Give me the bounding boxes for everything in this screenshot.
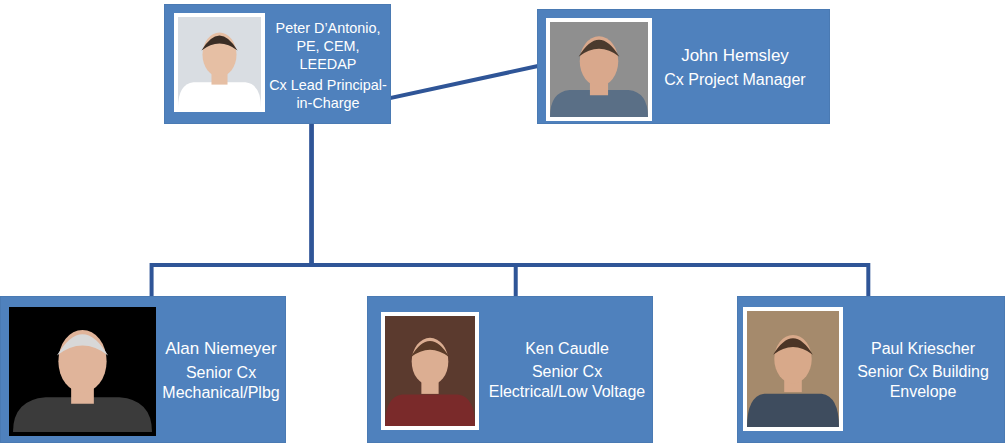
connector-line	[312, 125, 516, 295]
portrait-photo	[9, 307, 156, 436]
photo-background	[747, 311, 839, 427]
role-title: Senior Cx Mechanical/Plbg	[157, 363, 285, 403]
hair	[773, 338, 813, 355]
photo-background	[385, 316, 475, 426]
text-column: Paul KriescherSenior Cx Building Envelop…	[848, 297, 998, 443]
connector-line	[152, 125, 312, 295]
text-column: Alan NiemeyerSenior Cx Mechanical/Plbg	[157, 297, 285, 443]
person-name: Paul Kriescher	[848, 339, 998, 359]
text-group: Alan NiemeyerSenior Cx Mechanical/Plbg	[157, 338, 285, 402]
shoulders	[178, 82, 261, 108]
person-name: John Hemsley	[660, 45, 810, 66]
photo-background	[13, 311, 152, 432]
person-box: Peter D’Antonio, PE, CEM, LEEDAPCx Lead …	[164, 4, 391, 124]
text-column: Ken CaudleSenior Cx Electrical/Low Volta…	[486, 297, 648, 443]
person-name: Ken Caudle	[486, 339, 648, 359]
connector-line	[312, 125, 869, 295]
connector-line	[392, 67, 536, 98]
photo-frame	[174, 13, 265, 112]
text-group: Peter D’Antonio, PE, CEM, LEEDAPCx Lead …	[268, 19, 388, 112]
text-column: John Hemsley Cx Project Manager	[660, 10, 810, 125]
hair	[411, 341, 450, 357]
portrait-photo	[743, 307, 843, 431]
photo-frame	[9, 307, 156, 436]
role-title: Senior Cx Building Envelope	[848, 362, 998, 402]
person-box: John Hemsley Cx Project Manager	[537, 9, 830, 124]
person-name: Alan Niemeyer	[157, 338, 285, 359]
shoulders	[747, 394, 839, 427]
text-column: Peter D’Antonio, PE, CEM, LEEDAPCx Lead …	[268, 5, 388, 125]
person-box: Ken CaudleSenior Cx Electrical/Low Volta…	[367, 296, 653, 443]
photo-background	[178, 17, 261, 108]
portrait-photo	[546, 18, 652, 121]
photo-frame	[546, 18, 652, 121]
person-box: Alan NiemeyerSenior Cx Mechanical/Plbg	[0, 296, 286, 443]
hair	[201, 36, 237, 51]
portrait-photo	[381, 312, 479, 430]
shoulders	[385, 395, 475, 426]
person-box: Paul KriescherSenior Cx Building Envelop…	[737, 296, 1005, 443]
role-title: Cx Project Manager	[660, 70, 810, 90]
photo-background	[550, 22, 648, 117]
text-group: John Hemsley Cx Project Manager	[660, 45, 810, 89]
text-group: Ken CaudleSenior Cx Electrical/Low Volta…	[486, 339, 648, 402]
hair	[57, 334, 108, 355]
photo-frame	[381, 312, 479, 430]
role-title: Senior Cx Electrical/Low Voltage	[486, 362, 648, 402]
hair	[579, 40, 620, 57]
text-group: Paul KriescherSenior Cx Building Envelop…	[848, 339, 998, 402]
portrait-photo	[174, 13, 265, 112]
person-name: Peter D’Antonio, PE, CEM, LEEDAP	[268, 19, 388, 73]
photo-frame	[743, 307, 843, 431]
role-title: Cx Lead Principal-in-Charge	[268, 76, 388, 112]
